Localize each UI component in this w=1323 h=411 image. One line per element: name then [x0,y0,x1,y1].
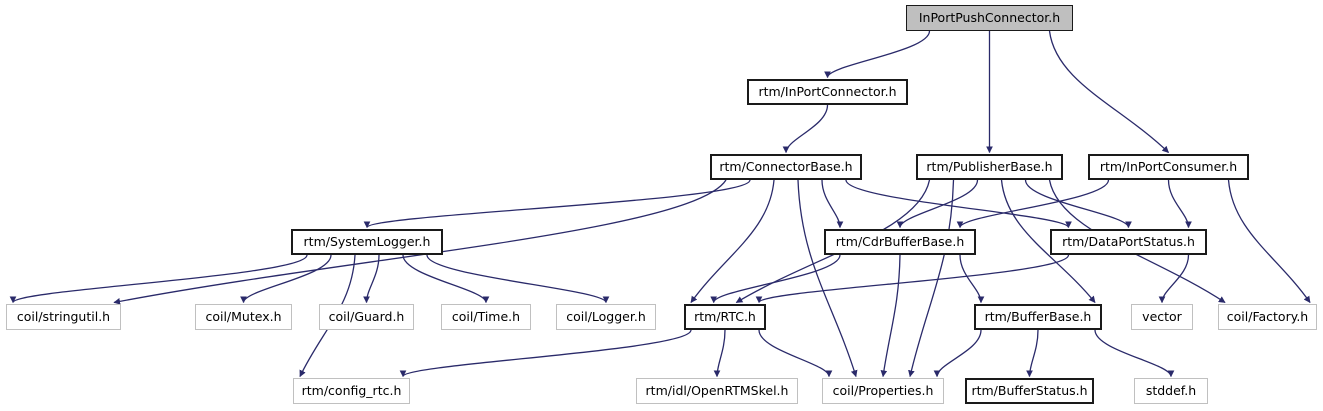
node-label: rtm/DataPortStatus.h [1062,233,1195,249]
edge-inportpushconnector-to-inportconnector [824,30,931,79]
node-factory[interactable]: coil/Factory.h [1218,304,1317,330]
node-label: rtm/idl/OpenRTMSkel.h [645,382,789,398]
edge-publisherbase-to-dataportstatus [1024,179,1132,229]
node-properties[interactable]: coil/Properties.h [822,378,944,404]
node-stringutil[interactable]: coil/stringutil.h [6,304,121,330]
edge-connectorbase-to-cdrbufferbase [821,179,844,229]
edge-publisherbase-to-properties [908,179,955,378]
node-cdrbufferbase[interactable]: rtm/CdrBufferBase.h [824,229,976,255]
node-label: coil/stringutil.h [16,308,111,324]
node-label: rtm/BufferStatus.h [971,382,1088,398]
edge-inportconnector-to-connectorbase [782,104,829,154]
edge-rtc-to-config_rtc [399,329,692,378]
node-rtc[interactable]: rtm/RTC.h [684,304,766,330]
edge-connectorbase-to-stringutil [113,179,727,305]
node-label: coil/Factory.h [1226,308,1309,324]
edge-bufferbase-to-stddef [1094,329,1175,378]
edge-cdrbufferbase-to-rtc [710,254,841,304]
edge-bufferbase-to-properties [933,329,982,378]
node-mutex[interactable]: coil/Mutex.h [195,304,292,330]
edge-inportconsumer-to-cdrbufferbase [956,179,1110,229]
edge-connectorbase-to-properties [797,179,858,378]
node-systemlogger[interactable]: rtm/SystemLogger.h [291,229,443,255]
edge-inportpushconnector-to-inportconsumer [1048,30,1169,153]
node-inportconnector[interactable]: rtm/InPortConnector.h [747,79,908,105]
edge-inportconsumer-to-dataportstatus [1167,179,1192,229]
node-guard[interactable]: coil/Guard.h [319,304,414,330]
edge-dataportstatus-to-vector [1158,254,1190,304]
edge-connectorbase-to-dataportstatus [845,179,1072,229]
edge-systemlogger-to-time [402,254,490,304]
node-connectorbase[interactable]: rtm/ConnectorBase.h [710,154,862,180]
node-label: coil/Mutex.h [205,308,282,324]
node-label: rtm/config_rtc.h [301,382,402,398]
node-label: rtm/InPortConsumer.h [1099,158,1238,174]
node-label: rtm/SystemLogger.h [303,233,431,249]
node-label: coil/Properties.h [832,382,934,398]
node-stddef[interactable]: stddef.h [1134,378,1208,404]
edge-systemlogger-to-logger [426,254,610,304]
edge-publisherbase-to-cdrbufferbase [896,179,979,229]
node-bufferbase[interactable]: rtm/BufferBase.h [974,304,1102,330]
node-label: rtm/BufferBase.h [984,308,1092,324]
edge-systemlogger-to-stringutil [9,254,308,304]
node-label: vector [1142,308,1182,324]
node-label: InPortPushConnector.h [918,9,1061,25]
node-label: rtm/CdrBufferBase.h [835,233,965,249]
edge-publisherbase-to-bufferbase [1000,179,1096,304]
node-inportconsumer[interactable]: rtm/InPortConsumer.h [1088,154,1249,180]
node-dataportstatus[interactable]: rtm/DataPortStatus.h [1050,229,1207,255]
node-openrtmskel[interactable]: rtm/idl/OpenRTMSkel.h [636,378,798,404]
edge-rtc-to-properties [758,329,833,378]
node-label: rtm/RTC.h [694,308,756,324]
node-label: rtm/PublisherBase.h [926,158,1053,174]
node-label: coil/Logger.h [566,308,646,324]
edge-bufferbase-to-bufferstatus [1026,329,1039,378]
node-inportpushconnector[interactable]: InPortPushConnector.h [906,5,1073,31]
edge-rtc-to-openrtmskel [713,329,726,378]
node-label: coil/Guard.h [328,308,405,324]
edge-cdrbufferbase-to-properties [880,254,901,378]
node-label: stddef.h [1145,382,1197,398]
node-vector[interactable]: vector [1131,304,1193,330]
edge-systemlogger-to-mutex [240,254,332,304]
node-logger[interactable]: coil/Logger.h [556,304,656,330]
node-label: coil/Time.h [451,308,521,324]
node-label: rtm/InPortConnector.h [758,83,897,99]
node-time[interactable]: coil/Time.h [441,304,531,330]
node-label: rtm/ConnectorBase.h [719,158,853,174]
edge-connectorbase-to-systemlogger [363,179,751,229]
node-publisherbase[interactable]: rtm/PublisherBase.h [916,154,1063,180]
node-bufferstatus[interactable]: rtm/BufferStatus.h [965,378,1094,404]
edge-systemlogger-to-guard [363,254,380,304]
edge-connectorbase-to-rtc [690,179,775,304]
edge-dataportstatus-to-rtc [755,254,1070,304]
edge-cdrbufferbase-to-bufferbase [959,254,985,304]
node-config_rtc[interactable]: rtm/config_rtc.h [293,378,410,404]
edge-inportconsumer-to-factory [1227,179,1311,304]
